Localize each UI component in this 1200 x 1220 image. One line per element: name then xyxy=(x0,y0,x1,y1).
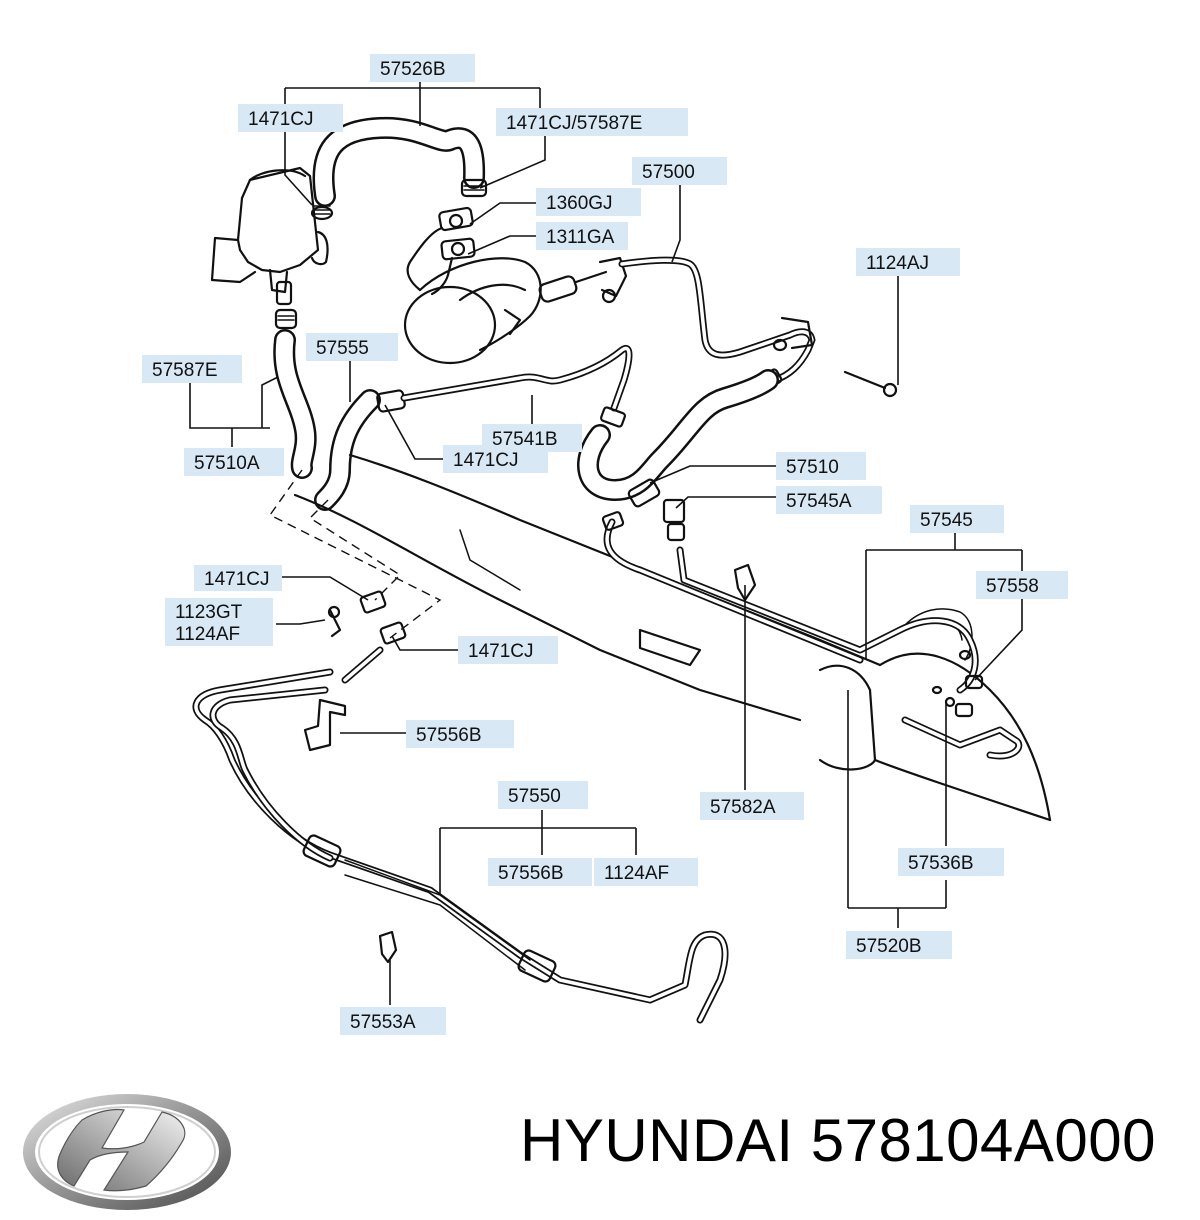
label-57550: 57550 xyxy=(498,781,588,809)
svg-text:57520B: 57520B xyxy=(856,936,922,957)
svg-text:57582A: 57582A xyxy=(710,797,776,818)
power-steering-pump xyxy=(403,206,628,365)
svg-text:57526B: 57526B xyxy=(380,59,446,80)
svg-text:1471CJ: 1471CJ xyxy=(453,450,519,471)
svg-text:57558: 57558 xyxy=(986,576,1039,597)
hose-57526b xyxy=(312,116,488,207)
label-57555: 57555 xyxy=(306,333,398,361)
svg-text:57545A: 57545A xyxy=(786,491,852,512)
label-57556b-lower: 57556B xyxy=(488,858,592,886)
svg-text:57536B: 57536B xyxy=(908,853,974,874)
svg-text:57541B: 57541B xyxy=(492,429,558,450)
svg-text:57556B: 57556B xyxy=(416,725,482,746)
label-1311ga: 1311GA xyxy=(536,222,628,250)
label-1123gt: 1123GT xyxy=(165,598,273,624)
reservoir-tank xyxy=(210,166,334,330)
label-57536b: 57536B xyxy=(898,848,1004,876)
svg-text:57550: 57550 xyxy=(508,786,561,807)
hose-57510a xyxy=(273,329,317,479)
steering-gear-box xyxy=(293,453,1052,822)
label-57545a: 57545A xyxy=(776,486,882,514)
brand-part-number-text: HYUNDAI 578104A000 xyxy=(520,1107,1157,1174)
hose-57510 xyxy=(577,369,779,542)
label-57582a: 57582A xyxy=(700,792,804,820)
svg-text:1124AF: 1124AF xyxy=(604,863,669,884)
label-57510: 57510 xyxy=(776,452,866,480)
label-57500: 57500 xyxy=(632,157,727,185)
svg-text:57500: 57500 xyxy=(642,162,695,183)
svg-text:1471CJ: 1471CJ xyxy=(468,641,534,662)
label-57553a: 57553A xyxy=(340,1007,446,1035)
clamp-57582a xyxy=(733,563,757,602)
label-1124af-left: 1124AF xyxy=(165,620,273,646)
svg-text:57587E: 57587E xyxy=(152,360,218,381)
oil-cooler-loop xyxy=(192,668,729,1024)
svg-text:1311GA: 1311GA xyxy=(546,227,615,248)
label-57520b: 57520B xyxy=(846,931,952,959)
label-1124aj: 1124AJ xyxy=(856,248,960,276)
part-labels: 57526B 1471CJ 1471CJ/57587E 57500 1360GJ… xyxy=(142,54,1068,1035)
label-1124af-lower: 1124AF xyxy=(594,858,698,886)
svg-text:1471CJ/57587E: 1471CJ/57587E xyxy=(506,113,642,134)
svg-text:1123GT: 1123GT xyxy=(175,602,243,623)
svg-text:57510A: 57510A xyxy=(194,453,260,474)
svg-text:57555: 57555 xyxy=(316,338,369,359)
lower-fittings xyxy=(327,590,407,684)
label-57526b: 57526B xyxy=(370,54,475,82)
svg-text:57553A: 57553A xyxy=(350,1012,416,1033)
label-57587e: 57587E xyxy=(142,355,242,383)
label-57545: 57545 xyxy=(910,505,1004,533)
svg-text:57556B: 57556B xyxy=(498,863,564,884)
label-1471cj-left: 1471CJ xyxy=(194,565,282,591)
svg-text:57545: 57545 xyxy=(920,510,973,531)
tubes-57545 xyxy=(601,511,1023,760)
bolt-1124aj xyxy=(843,370,898,398)
svg-text:1124AJ: 1124AJ xyxy=(866,253,929,274)
svg-text:1471CJ: 1471CJ xyxy=(248,109,314,130)
hyundai-logo-icon xyxy=(23,1094,231,1210)
hose-57555 xyxy=(314,389,381,511)
dashed-return-line xyxy=(268,469,442,639)
label-1471cj-57587e: 1471CJ/57587E xyxy=(496,108,688,136)
svg-text:1471CJ: 1471CJ xyxy=(204,569,270,590)
label-1471cj-right: 1471CJ xyxy=(458,636,558,664)
svg-text:57510: 57510 xyxy=(786,457,839,478)
label-57556b-upper: 57556B xyxy=(406,720,514,748)
label-1471cj-top: 1471CJ xyxy=(238,104,343,132)
parts-drawing xyxy=(192,116,1052,1024)
tube-57541b xyxy=(376,344,633,428)
label-1471cj-mid: 1471CJ xyxy=(443,445,548,473)
svg-text:1124AF: 1124AF xyxy=(175,624,240,645)
pressure-tube-57500 xyxy=(618,256,816,390)
label-1360gj: 1360GJ xyxy=(536,188,641,216)
label-57510a: 57510A xyxy=(184,448,284,476)
svg-text:1360GJ: 1360GJ xyxy=(546,193,613,214)
bracket-57556b-upper xyxy=(303,698,347,752)
label-57558: 57558 xyxy=(976,571,1068,599)
